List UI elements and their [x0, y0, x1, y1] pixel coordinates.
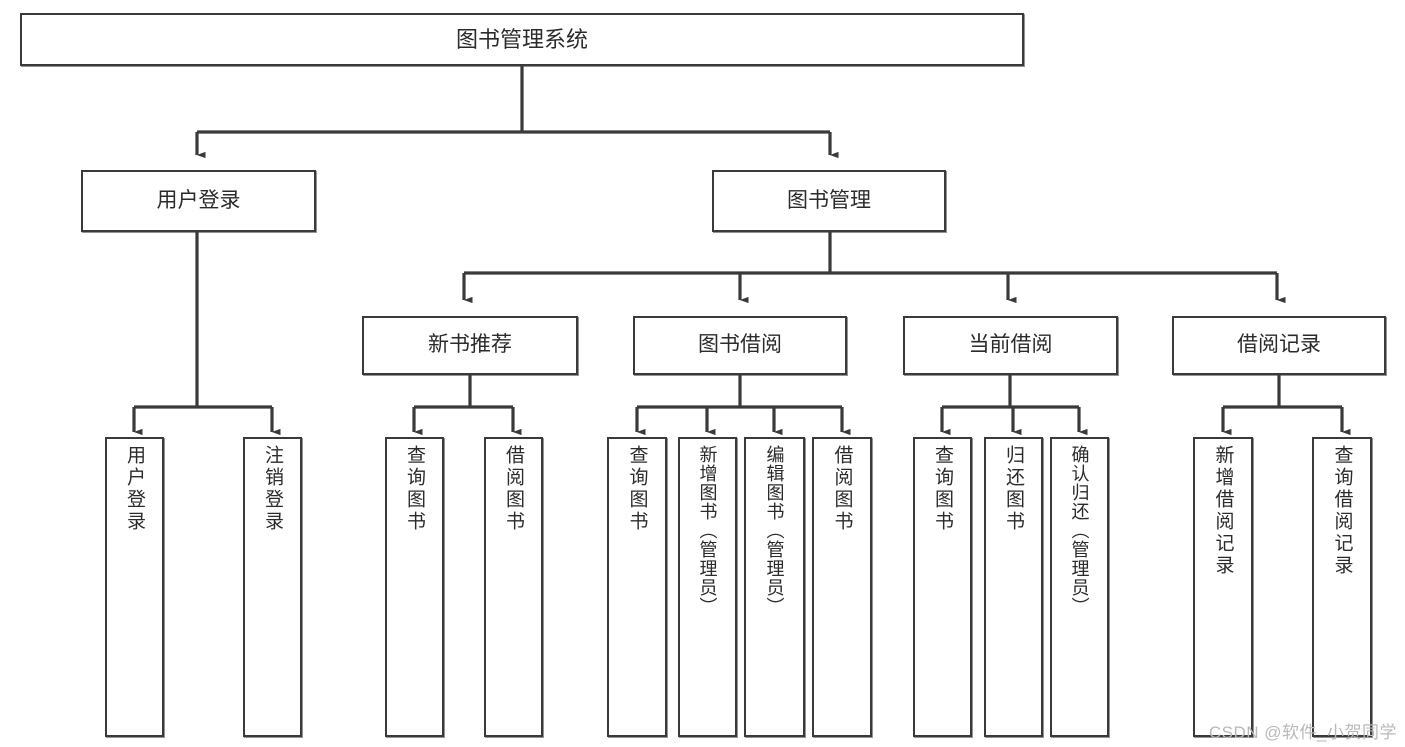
node-label: 当前借阅	[968, 333, 1053, 357]
leaf-query-book-borrow[interactable]: 查询图书	[607, 437, 667, 737]
leaf-query-book-current[interactable]: 查询图书	[913, 437, 972, 737]
node-current-borrow[interactable]: 当前借阅	[903, 316, 1118, 375]
node-book-management[interactable]: 图书管理	[712, 170, 946, 232]
leaf-return-book[interactable]: 归还图书	[984, 437, 1043, 737]
node-label: 查询图书	[932, 445, 953, 533]
watermark: CSDN @软件_小贺同学	[1208, 723, 1397, 742]
node-label: 新书推荐	[428, 333, 512, 357]
leaf-add-borrow-record[interactable]: 新增借阅记录	[1193, 437, 1253, 737]
node-label: 用户登录	[124, 445, 145, 533]
leaf-add-book-admin[interactable]: 新增图书（管理员）	[678, 437, 737, 737]
node-book-borrow[interactable]: 图书借阅	[633, 316, 847, 375]
node-label: 用户登录	[156, 188, 241, 212]
leaf-confirm-return-admin[interactable]: 确认归还（管理员）	[1050, 437, 1109, 737]
node-borrow-record[interactable]: 借阅记录	[1172, 316, 1386, 375]
leaf-query-borrow-record[interactable]: 查询借阅记录	[1312, 437, 1372, 737]
node-label: 查询图书	[404, 445, 425, 533]
leaf-edit-book-admin[interactable]: 编辑图书（管理员）	[744, 437, 805, 737]
leaf-query-book-recommend[interactable]: 查询图书	[385, 437, 444, 737]
node-label: 注销登录	[262, 445, 283, 533]
node-label: 借阅图书	[831, 445, 853, 533]
node-label: 新增借阅记录	[1212, 445, 1234, 577]
node-label: 借阅图书	[503, 445, 524, 533]
node-label: 查询借阅记录	[1331, 445, 1353, 577]
node-label: 图书借阅	[698, 333, 782, 357]
node-label: 编辑图书（管理员）	[764, 445, 785, 616]
leaf-user-login[interactable]: 用户登录	[105, 437, 164, 737]
node-label: 查询图书	[626, 445, 648, 533]
node-label: 新增图书（管理员）	[697, 445, 718, 616]
leaf-logout[interactable]: 注销登录	[243, 437, 302, 737]
leaf-borrow-book-recommend[interactable]: 借阅图书	[484, 437, 543, 737]
node-label: 归还图书	[1003, 445, 1024, 533]
leaf-borrow-book[interactable]: 借阅图书	[812, 437, 872, 737]
node-label: 图书管理	[787, 188, 871, 212]
node-new-book-recommendation[interactable]: 新书推荐	[362, 316, 578, 375]
node-label: 图书管理系统	[455, 26, 588, 52]
node-label: 借阅记录	[1237, 333, 1321, 357]
node-root-system[interactable]: 图书管理系统	[20, 13, 1024, 66]
node-label: 确认归还（管理员）	[1069, 445, 1090, 616]
node-user-login[interactable]: 用户登录	[81, 170, 316, 232]
